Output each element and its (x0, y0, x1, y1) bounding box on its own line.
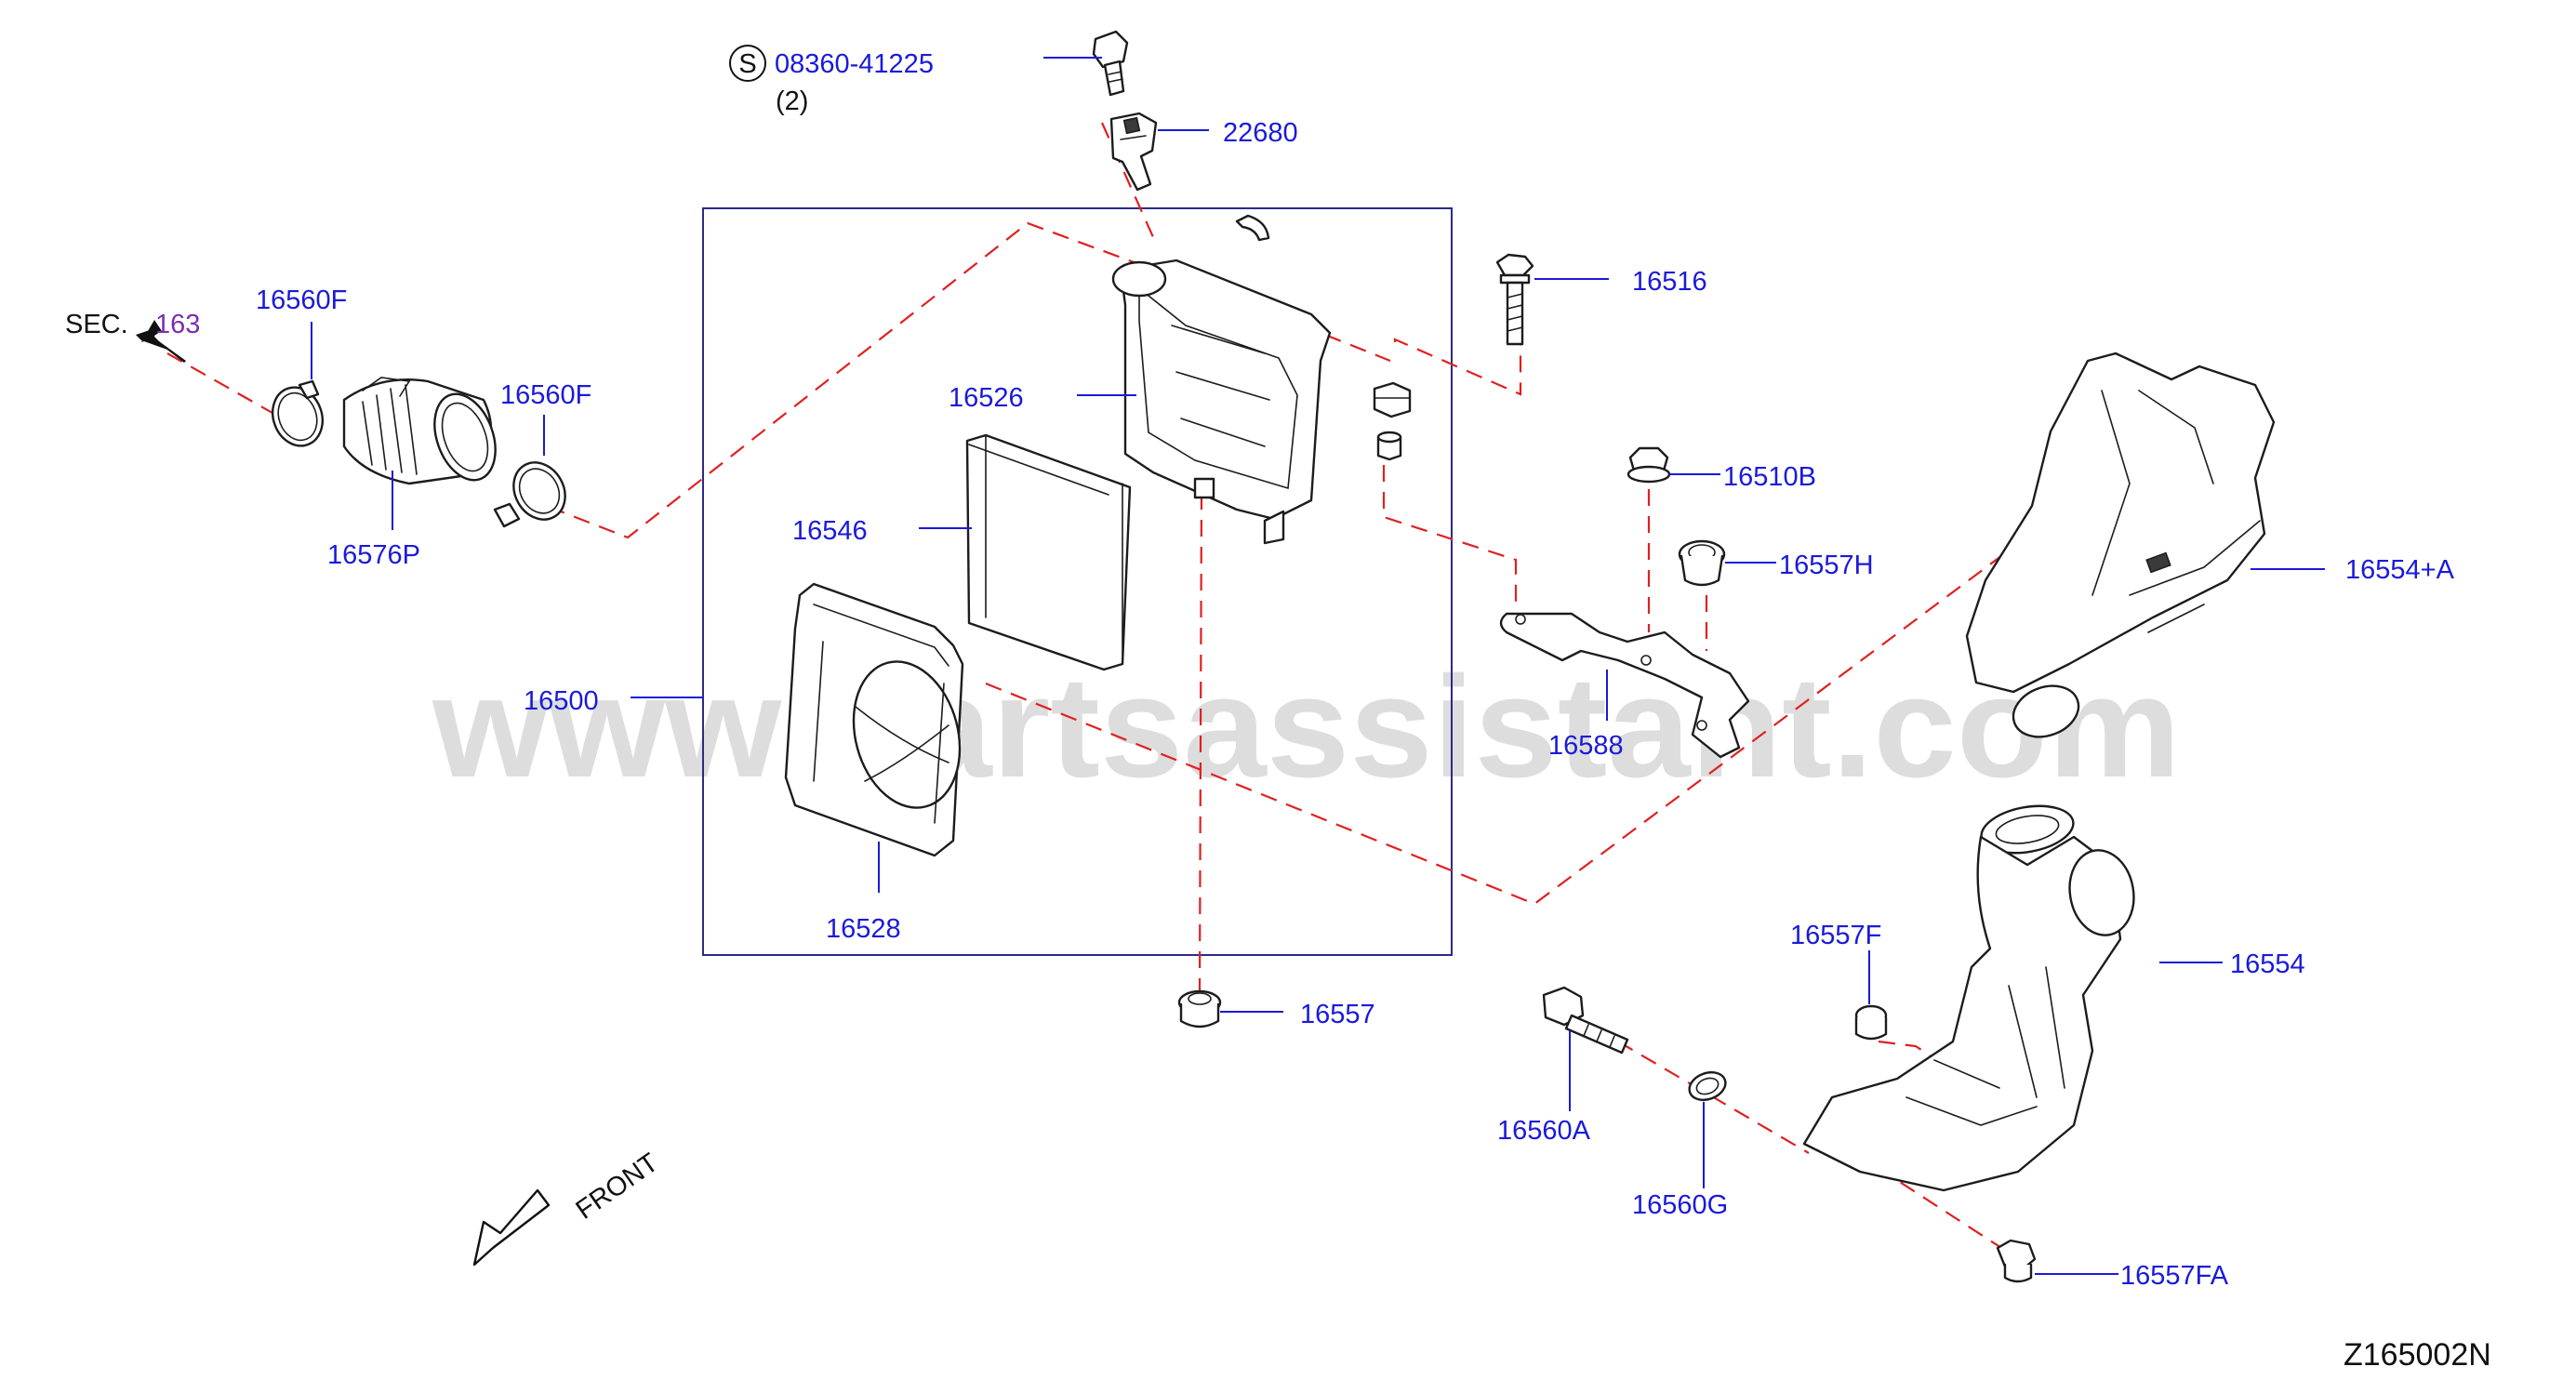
grommet-16557F-icon[interactable] (1854, 1004, 1888, 1041)
watermark-text: www.partsassistant.com (432, 646, 2181, 807)
air-duct-16554A-icon[interactable] (1965, 352, 2276, 746)
air-duct-16576P-icon[interactable] (342, 377, 507, 488)
label-22680[interactable]: 22680 (1223, 118, 1298, 148)
mass-air-flow-sensor-icon[interactable] (1109, 112, 1158, 192)
air-cleaner-upper-case-icon[interactable] (1111, 214, 1332, 545)
label-16560A[interactable]: 16560A (1497, 1116, 1591, 1146)
label-16588[interactable]: 16588 (1548, 731, 1624, 761)
label-16560F-right[interactable]: 16560F (500, 380, 591, 410)
bolt-16560A-icon[interactable] (1542, 986, 1629, 1055)
clamp-16560F-right-icon[interactable] (493, 453, 576, 528)
air-filter-element-icon[interactable] (965, 433, 1132, 671)
label-quantity-2: (2) (776, 86, 808, 116)
grommet-16557-icon[interactable] (1177, 989, 1222, 1028)
bracket-16588-icon[interactable] (1499, 612, 1750, 759)
label-08360-41225[interactable]: 08360-41225 (775, 49, 934, 79)
label-16510B[interactable]: 16510B (1723, 462, 1816, 492)
standard-part-symbol-circle (729, 45, 766, 82)
screw-08360-icon[interactable] (1092, 30, 1129, 97)
label-16560F-left[interactable]: 16560F (256, 285, 347, 315)
label-16554[interactable]: 16554 (2230, 949, 2305, 979)
label-sec-prefix: SEC. (65, 310, 128, 339)
assembly-box-16500 (702, 207, 1453, 956)
label-16557FA[interactable]: 16557FA (2120, 1261, 2229, 1291)
diagram-code: Z165002N (2344, 1337, 2491, 1373)
label-16500[interactable]: 16500 (524, 686, 599, 716)
grommet-16557H-icon[interactable] (1678, 539, 1726, 587)
clamp-16560F-left-icon[interactable] (265, 379, 331, 453)
label-16554A[interactable]: 16554+A (2345, 555, 2455, 585)
grommet-mount-icon[interactable] (1373, 381, 1412, 461)
label-16576P[interactable]: 16576P (327, 540, 420, 570)
grommet-16560G-icon[interactable] (1685, 1068, 1729, 1105)
grommet-16557FA-icon[interactable] (1996, 1239, 2037, 1283)
leader-lines (311, 57, 2325, 1275)
resonator-16554-icon[interactable] (1802, 800, 2140, 1192)
label-front: FRONT (571, 1148, 664, 1226)
label-16528[interactable]: 16528 (826, 914, 901, 944)
label-16557[interactable]: 16557 (1300, 1000, 1375, 1029)
standard-part-symbol: S (738, 49, 756, 79)
air-cleaner-lower-case-icon[interactable] (784, 582, 976, 857)
section-arrow-icon (136, 320, 186, 363)
label-16557F[interactable]: 16557F (1790, 921, 1881, 950)
nut-16510B-icon[interactable] (1627, 446, 1671, 484)
label-16560G[interactable]: 16560G (1632, 1190, 1728, 1220)
bolt-16516-icon[interactable] (1495, 253, 1534, 346)
label-16546[interactable]: 16546 (792, 516, 868, 546)
label-16516[interactable]: 16516 (1632, 267, 1707, 297)
front-arrow-icon (472, 1188, 551, 1267)
label-16526[interactable]: 16526 (949, 383, 1024, 413)
label-16557H[interactable]: 16557H (1779, 551, 1874, 580)
label-sec-163[interactable]: 163 (155, 310, 200, 339)
